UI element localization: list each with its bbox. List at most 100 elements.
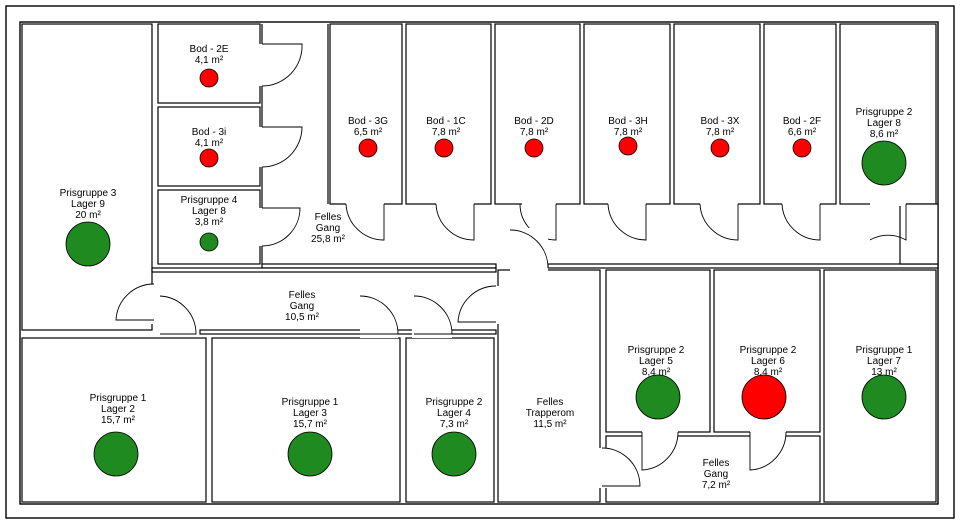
door-trapperom[interactable]	[601, 447, 641, 487]
room-label-line: 7,8 m²	[614, 127, 643, 138]
room-label-line: Lager 4	[437, 408, 471, 419]
status-dot-bod-3x	[710, 138, 730, 158]
room-label-line: 11,5 m²	[533, 419, 567, 430]
room-label-line: Bod - 2E	[190, 44, 229, 55]
room-label-line: 7,8 m²	[520, 127, 549, 138]
room-label-line: Lager 6	[751, 356, 785, 367]
doors	[112, 43, 907, 488]
status-dot-lager-7	[861, 374, 907, 420]
status-dot-lager-6	[741, 374, 787, 420]
room-label-line: Prisgruppe 2	[426, 397, 483, 408]
room-label-line: 20 m²	[75, 210, 101, 221]
room-label-line: Bod - 3G	[348, 116, 388, 127]
door-lager-3[interactable]	[359, 295, 399, 335]
room-label-line: Prisgruppe 3	[60, 188, 117, 199]
door-lager-4[interactable]	[413, 295, 453, 335]
status-dot-lager-5	[635, 374, 681, 420]
room-label-line: Lager 2	[101, 404, 135, 415]
corridor-b-wall-top	[151, 267, 497, 273]
room-label-line: Felles	[315, 212, 342, 223]
door-bod-1c[interactable]	[435, 203, 475, 241]
room-label-line: Prisgruppe 4	[181, 195, 238, 206]
door-lager-8a[interactable]	[261, 207, 301, 247]
room-bod-3x[interactable]	[673, 23, 761, 205]
status-dot-lager-8a	[199, 232, 219, 252]
corridor-b-wall-bottom	[199, 329, 497, 335]
room-lager-8a[interactable]	[157, 189, 261, 265]
door-bod-2e[interactable]	[261, 43, 303, 87]
room-label-line: Prisgruppe 2	[740, 345, 797, 356]
room-label-line: Prisgruppe 1	[90, 393, 147, 404]
door-bod-3g[interactable]	[345, 203, 385, 241]
status-dot-bod-3i	[199, 148, 219, 168]
room-label-line: 8,4 m²	[754, 367, 783, 378]
door-bod-3i[interactable]	[261, 126, 303, 168]
room-label-line: 7,8 m²	[706, 127, 735, 138]
room-label-line: 6,6 m²	[788, 127, 817, 138]
room-label-line: Bod - 1C	[426, 116, 465, 127]
door-corridor-junction[interactable]	[509, 229, 549, 269]
door-lager-8b[interactable]	[869, 204, 907, 241]
room-label-line: Prisgruppe 1	[856, 345, 913, 356]
room-label-line: Gang	[316, 223, 340, 234]
door-lager-9[interactable]	[115, 283, 155, 321]
room-label-line: 25,8 m²	[311, 234, 346, 245]
room-label-line: 4,1 m²	[195, 138, 224, 149]
room-bod-3h[interactable]	[583, 23, 671, 205]
status-dot-lager-8b	[861, 140, 907, 186]
room-label-line: Lager 5	[639, 356, 673, 367]
room-label-line: 7,3 m²	[440, 419, 469, 430]
room-bod-3g[interactable]	[329, 23, 403, 205]
status-dot-lager-9	[65, 221, 111, 267]
door-lager-5[interactable]	[641, 431, 679, 471]
room-label-line: Prisgruppe 2	[856, 107, 913, 118]
room-label-line: Gang	[704, 469, 728, 480]
room-label-line: Bod - 2D	[514, 116, 553, 127]
corridor-a-wall-bottom-right	[547, 263, 939, 269]
room-label-line: 10,5 m²	[285, 312, 320, 323]
room-label-line: 8,4 m²	[642, 367, 671, 378]
room-bod-2e[interactable]	[157, 23, 261, 104]
room-bod-1c[interactable]	[405, 23, 492, 205]
room-label-line: Bod - 3i	[192, 127, 226, 138]
room-label-line: Bod - 3X	[701, 116, 740, 127]
door-lager-6[interactable]	[749, 431, 787, 471]
room-label-line: Gang	[290, 301, 314, 312]
room-label-line: Lager 3	[293, 408, 327, 419]
room-label-line: Bod - 3H	[608, 116, 647, 127]
room-trapperom[interactable]	[497, 269, 601, 503]
door-bod-3h[interactable]	[607, 203, 647, 241]
room-bod-2d[interactable]	[494, 23, 581, 205]
room-lager-9[interactable]	[21, 23, 153, 331]
door-bod-3x[interactable]	[699, 203, 739, 241]
door-corridor-b-right[interactable]	[457, 285, 497, 323]
room-label-line: Lager 8	[867, 118, 901, 129]
room-label-line: Lager 7	[867, 356, 901, 367]
room-label-line: Prisgruppe 2	[628, 345, 685, 356]
door-corridor-b-left[interactable]	[159, 295, 197, 335]
door-bod-2f[interactable]	[781, 203, 821, 241]
room-label-line: Prisgruppe 1	[282, 397, 339, 408]
room-label-line: 8,6 m²	[870, 129, 899, 140]
status-dot-bod-2f	[792, 138, 812, 158]
room-bod-2f[interactable]	[763, 23, 837, 205]
status-dot-bod-2e	[199, 68, 219, 88]
status-dot-lager-3	[287, 431, 333, 477]
